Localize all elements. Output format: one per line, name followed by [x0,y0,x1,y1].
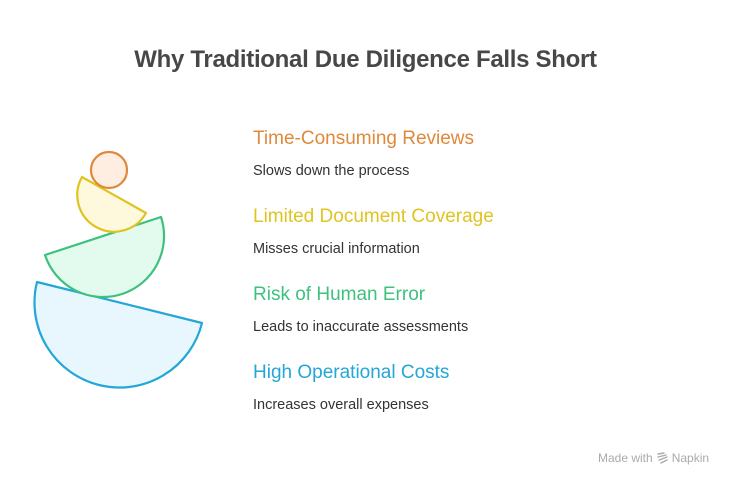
blue-semicircle-shape [33,280,204,389]
green-semicircle-shape [43,215,166,299]
item-heading: Time-Consuming Reviews [253,128,475,149]
page-title: Why Traditional Due Diligence Falls Shor… [134,46,597,73]
made-with-napkin-badge[interactable]: Made with Napkin [598,451,709,465]
napkin-logo-icon [657,452,668,464]
napkin-brand-label: Napkin [671,451,710,465]
item-risk-of-human-error: Risk of Human Error Leads to inaccurate … [253,284,468,336]
item-heading: Limited Document Coverage [253,206,494,227]
item-high-operational-costs: High Operational Costs Increases overall… [253,362,449,414]
item-description: Slows down the process [253,163,410,179]
item-time-consuming-reviews: Time-Consuming Reviews Slows down the pr… [253,128,474,180]
item-heading: Risk of Human Error [253,284,426,305]
yellow-semicircle-shape [76,175,148,233]
orange-circle-shape [89,150,129,190]
item-limited-document-coverage: Limited Document Coverage Misses crucial… [253,206,494,258]
item-description: Misses crucial information [253,241,420,257]
item-description: Leads to inaccurate assessments [253,319,469,335]
item-heading: High Operational Costs [253,362,450,383]
item-description: Increases overall expenses [253,397,429,413]
made-with-label: Made with [598,451,653,465]
